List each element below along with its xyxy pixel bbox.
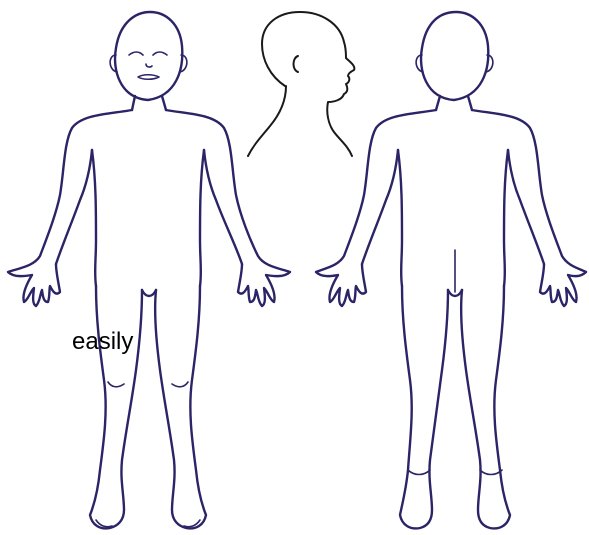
body-back-outline-icon bbox=[316, 12, 586, 528]
annotation-label: easily bbox=[72, 330, 133, 354]
head-profile-outline-icon bbox=[248, 12, 354, 156]
body-front-outline-icon bbox=[8, 12, 290, 528]
